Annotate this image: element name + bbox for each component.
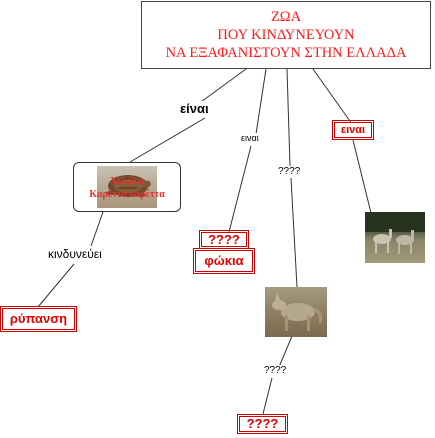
seal-question-node[interactable]: ???? [199,230,249,249]
caretta-label-1: Χελώνα [110,176,144,187]
title-line-1: ΖΩΑ [270,9,302,25]
line-dog-to-question [278,335,293,368]
title-line-3: ΝΑ ΕΞΑΦΑΝΙΣΤΟΥΝ ΣΤΗΝ ΕΛΛΑΔΑ [165,45,407,61]
line-einai-to-caretta [129,117,206,163]
turtle-icon [106,175,151,197]
caretta-node[interactable]: Χελώνα Καρέττα καρέττα [73,162,181,212]
line-question-to-dog [290,177,298,288]
link-label-question: ???? [278,166,301,177]
link-label-einai-boxed: ειναι [332,120,374,140]
turtle-photo [97,166,157,208]
jackal-icon [272,293,323,331]
caretta-label-2: Καρέττα καρέττα [89,189,165,200]
line-einai-boxed-to-deer [352,139,372,214]
deer-photo[interactable] [365,212,425,263]
line-kindyneuei-to-pollution [37,263,75,308]
bottom-question-node[interactable]: ???? [237,414,288,434]
link-label-kindyneuei: κινδυνεύει [48,247,102,261]
line-caretta-to-kindyneuei [90,211,104,247]
link-label-einai: είναι [180,101,209,116]
seal-node[interactable]: φώκια [193,248,255,274]
title-box[interactable]: ΖΩΑ ΠΟΥ ΚΙΝΔΥΝΕΥΟΥΝ ΝΑ ΕΞΑΦΑΝΙΣΤΟΥΝ ΣΤΗΝ… [141,1,431,69]
line-question-to-bottom [262,377,273,415]
line-title-to-einai-boxed [312,68,353,125]
pollution-node[interactable]: ρύπανση [0,306,77,332]
line-einai-small-to-seal [228,145,252,233]
deer-icon [365,212,425,254]
title-line-2: ΠΟΥ ΚΙΝΔΥΝΕΥΟΥΝ [217,27,355,43]
jackal-photo[interactable] [265,287,327,337]
line-title-to-question [286,68,291,167]
link-label-einai-small: ειναι [241,133,259,143]
line-title-to-einai-small [255,68,267,135]
link-label-question-lower: ???? [264,365,287,376]
